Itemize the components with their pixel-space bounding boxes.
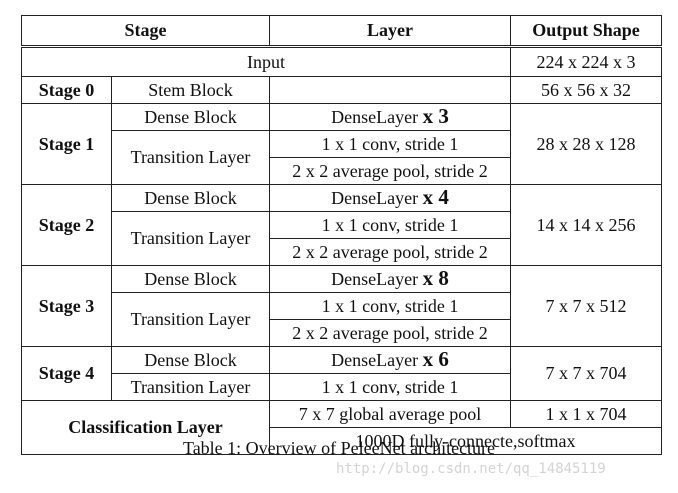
stage2-row-dense: Stage 2 Dense Block DenseLayer x 4 14 x …: [21, 184, 662, 266]
classification-fc: 1000D fully-connecte,softmax: [269, 427, 662, 455]
stage4-conv: 1 x 1 conv, stride 1: [269, 373, 511, 401]
stage1-pool: 2 x 2 average pool, stride 2: [269, 157, 511, 185]
stage2-pool: 2 x 2 average pool, stride 2: [269, 238, 511, 266]
stage3-dense-layer: DenseLayer x 8: [269, 265, 511, 293]
stage0-shape: 56 x 56 x 32: [510, 76, 662, 104]
watermark: http://blog.csdn.net/qq_14845119: [336, 461, 606, 477]
stage4-name: Stage 4: [21, 346, 112, 401]
stage4-row-trans: Transition Layer 1 x 1 conv, stride 1: [22, 373, 662, 401]
stage3-row-conv: Transition Layer 1 x 1 conv, stride 1: [22, 292, 662, 347]
stage4-row-dense: Stage 4 Dense Block DenseLayer x 6 7 x 7…: [21, 346, 662, 401]
stage4-shape: 7 x 7 x 704: [510, 346, 662, 401]
dense-layer-text: DenseLayer: [331, 188, 419, 208]
classification-shape: 1 x 1 x 704: [510, 400, 662, 428]
stage1-dense-label: Dense Block: [111, 103, 270, 131]
stage2-transition-label: Transition Layer: [111, 211, 270, 266]
stage1-name: Stage 1: [21, 103, 112, 185]
stage1-conv: 1 x 1 conv, stride 1: [269, 130, 511, 158]
input-label: Input: [21, 46, 511, 77]
header-stage: Stage: [21, 15, 270, 48]
dense-layer-multiplier: x 6: [422, 347, 449, 371]
stage3-transition-label: Transition Layer: [111, 292, 270, 347]
stage2-row-pool: 2 x 2 average pool, stride 2: [22, 238, 662, 266]
input-shape: 224 x 224 x 3: [510, 46, 662, 77]
classification-row-pool: Classification Layer 7 x 7 global averag…: [21, 400, 662, 455]
stage3-shape: 7 x 7 x 512: [510, 265, 662, 347]
stem-block: Stem Block: [111, 76, 270, 104]
stage1-row-conv: Transition Layer 1 x 1 conv, stride 1: [22, 130, 662, 185]
header-layer: Layer: [269, 15, 511, 48]
architecture-table: Stage Layer Output Shape Input 224 x 224…: [21, 15, 662, 455]
stage2-dense-label: Dense Block: [111, 184, 270, 212]
stage0-empty: [269, 76, 511, 104]
header-output-shape: Output Shape: [510, 15, 662, 48]
dense-layer-text: DenseLayer: [331, 269, 419, 289]
stage3-conv: 1 x 1 conv, stride 1: [269, 292, 511, 320]
stage3-row-pool: 2 x 2 average pool, stride 2: [22, 319, 662, 347]
stage1-shape: 28 x 28 x 128: [510, 103, 662, 185]
stage1-dense-layer: DenseLayer x 3: [269, 103, 511, 131]
stage3-dense-label: Dense Block: [111, 265, 270, 293]
dense-layer-text: DenseLayer: [331, 350, 419, 370]
stage4-dense-layer: DenseLayer x 6: [269, 346, 511, 374]
stage2-row-conv: Transition Layer 1 x 1 conv, stride 1: [22, 211, 662, 266]
header-row: Stage Layer Output Shape: [21, 15, 662, 48]
stage4-transition-label: Transition Layer: [111, 373, 270, 401]
stage3-name: Stage 3: [21, 265, 112, 347]
stage3-row-dense: Stage 3 Dense Block DenseLayer x 8 7 x 7…: [21, 265, 662, 347]
dense-layer-multiplier: x 4: [422, 185, 449, 209]
input-row: Input 224 x 224 x 3: [21, 46, 662, 77]
dense-layer-multiplier: x 3: [422, 104, 449, 128]
stage4-dense-label: Dense Block: [111, 346, 270, 374]
dense-layer-text: DenseLayer: [331, 107, 419, 127]
stage1-row-dense: Stage 1 Dense Block DenseLayer x 3 28 x …: [21, 103, 662, 185]
stage2-conv: 1 x 1 conv, stride 1: [269, 211, 511, 239]
table-caption: Table 1: Overview of PeleeNet architectu…: [182, 438, 496, 458]
stage3-pool: 2 x 2 average pool, stride 2: [269, 319, 511, 347]
stage1-transition-label: Transition Layer: [111, 130, 270, 185]
classification-pool: 7 x 7 global average pool: [269, 400, 511, 428]
classification-name: Classification Layer: [21, 400, 270, 455]
classification-row-fc: 1000D fully-connecte,softmax: [22, 427, 662, 455]
stage2-shape: 14 x 14 x 256: [510, 184, 662, 266]
stage2-dense-layer: DenseLayer x 4: [269, 184, 511, 212]
stage2-name: Stage 2: [21, 184, 112, 266]
stage0-row: Stage 0 Stem Block 56 x 56 x 32: [21, 76, 662, 104]
stage0-name: Stage 0: [21, 76, 112, 104]
dense-layer-multiplier: x 8: [422, 266, 449, 290]
